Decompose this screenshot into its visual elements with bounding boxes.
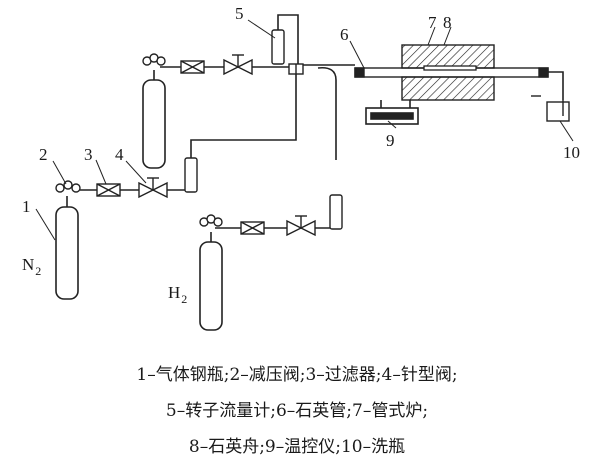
needle-valve-n2-upper [223, 54, 253, 76]
pipe-n2-to-junction [160, 66, 297, 191]
leader-2 [52, 160, 67, 185]
temperature-controller [365, 100, 419, 125]
tube-furnace [401, 44, 495, 101]
gas-cylinder-n2-main [55, 196, 79, 300]
pressure-reducer-h2 [199, 214, 223, 227]
leader-3 [95, 159, 107, 185]
needle-valve-h2 [286, 215, 316, 237]
label-3: 3 [84, 145, 93, 164]
label-8: 8 [443, 13, 452, 32]
filter-h2 [240, 221, 265, 235]
gas-cylinder-n2-upper [142, 70, 166, 169]
leader-7 [427, 26, 436, 46]
pipe-junction [288, 63, 304, 75]
label-10: 10 [563, 143, 580, 162]
label-2: 2 [39, 145, 48, 164]
gas-cylinder-h2 [199, 232, 223, 331]
leader-5 [247, 19, 276, 39]
label-5: 5 [235, 4, 244, 23]
pressure-reducer-n2-upper [142, 53, 166, 66]
leader-4 [125, 160, 147, 184]
apparatus-diagram: 1 2 3 4 5 6 7 8 9 10 N2 H2 [22, 4, 580, 331]
caption-line-3: 8–石英舟;9–温控仪;10–洗瓶 [188, 437, 406, 457]
leader-8 [443, 26, 452, 46]
label-9: 9 [386, 131, 395, 150]
label-1: 1 [22, 197, 31, 216]
pressure-reducer-n2-main [55, 180, 81, 193]
pipe-h2-riser [317, 66, 337, 160]
filter-n2-upper [180, 60, 205, 74]
caption-line-1: 1–气体钢瓶;2–减压阀;3–过滤器;4–针型阀; [136, 365, 458, 385]
label-7: 7 [428, 13, 437, 32]
leader-1 [35, 208, 56, 241]
caption-line-2: 5–转子流量计;6–石英管;7–管式炉; [165, 401, 429, 421]
quartz-boat [423, 65, 477, 71]
gas-label-n2: N2 [22, 255, 41, 278]
label-6: 6 [340, 25, 349, 44]
leader-10 [559, 120, 574, 142]
needle-valve-n2-main [138, 177, 168, 199]
pipe-outlet [548, 71, 564, 100]
flowmeter-h2 [329, 194, 343, 230]
flowmeter-n2-main [184, 157, 198, 193]
wash-bottle [531, 95, 570, 122]
gas-label-h2: H2 [168, 283, 187, 306]
flowmeter-n2-upper [271, 29, 285, 65]
filter-n2-main [96, 183, 121, 197]
pipe-h2-line [215, 195, 337, 229]
leader-9 [387, 120, 397, 129]
label-4: 4 [115, 145, 124, 164]
leader-6 [349, 40, 365, 69]
